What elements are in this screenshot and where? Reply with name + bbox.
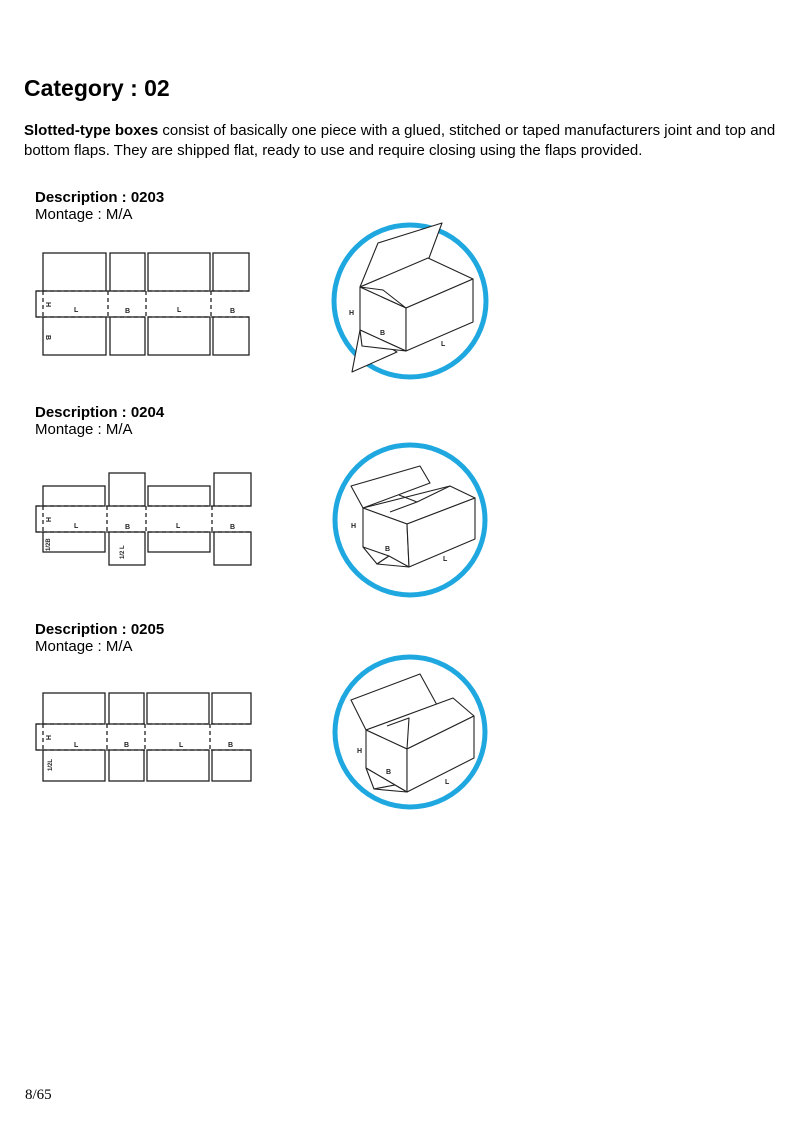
svg-text:H: H <box>357 748 362 755</box>
page-number: 8/65 <box>25 1087 52 1103</box>
montage-label: Montage : M/A <box>35 421 133 438</box>
page-title: Category : 02 <box>24 75 170 101</box>
svg-text:B: B <box>230 308 235 315</box>
svg-text:B: B <box>125 308 130 315</box>
svg-text:H: H <box>351 523 356 530</box>
svg-text:B: B <box>230 524 235 531</box>
flat-layout-diagram-0205: H L B L B 1/2L <box>35 692 252 782</box>
montage-label: Montage : M/A <box>35 638 133 655</box>
description-title: Description : 0205 <box>35 621 165 638</box>
intro-paragraph: Slotted-type boxes consist of basically … <box>24 121 784 161</box>
svg-text:B: B <box>228 742 233 749</box>
svg-text:H: H <box>349 310 354 317</box>
svg-text:L: L <box>74 523 79 530</box>
box-3d-illustration-0205: H B L <box>332 654 488 810</box>
svg-text:L: L <box>176 523 181 530</box>
intro-text: consist of basically one piece with a gl… <box>24 122 776 159</box>
box-3d-illustration-0203: H B L <box>331 222 489 380</box>
svg-text:B: B <box>386 769 391 776</box>
box-3d-illustration-0204: H B L <box>332 442 488 598</box>
svg-text:1/2 L: 1/2 L <box>120 545 126 559</box>
description-header-0204: Description : 0204 Montage : M/A <box>35 404 164 438</box>
svg-text:L: L <box>179 742 184 749</box>
svg-text:B: B <box>380 330 385 337</box>
svg-text:L: L <box>445 779 450 786</box>
svg-text:1/2B: 1/2B <box>46 538 52 551</box>
description-title: Description : 0204 <box>35 404 165 421</box>
svg-text:L: L <box>74 307 79 314</box>
svg-text:B: B <box>44 335 51 340</box>
flat-layout-diagram-0204: H L B L B 1/2B 1/2 L <box>35 472 252 566</box>
svg-text:H: H <box>44 517 51 522</box>
svg-text:L: L <box>443 556 448 563</box>
flat-layout-diagram-0203: H L B L B B <box>35 252 250 356</box>
svg-text:H: H <box>44 302 51 307</box>
description-title: Description : 0203 <box>35 189 165 206</box>
svg-text:H: H <box>44 735 51 740</box>
description-header-0203: Description : 0203 Montage : M/A <box>35 189 164 223</box>
svg-text:L: L <box>177 307 182 314</box>
description-header-0205: Description : 0205 Montage : M/A <box>35 621 164 655</box>
montage-label: Montage : M/A <box>35 206 133 223</box>
svg-text:B: B <box>385 546 390 553</box>
svg-text:L: L <box>74 742 79 749</box>
svg-text:L: L <box>441 341 446 348</box>
svg-text:1/2L: 1/2L <box>48 759 54 771</box>
svg-text:B: B <box>124 742 129 749</box>
intro-bold-term: Slotted-type boxes <box>24 122 159 139</box>
svg-text:B: B <box>125 524 130 531</box>
